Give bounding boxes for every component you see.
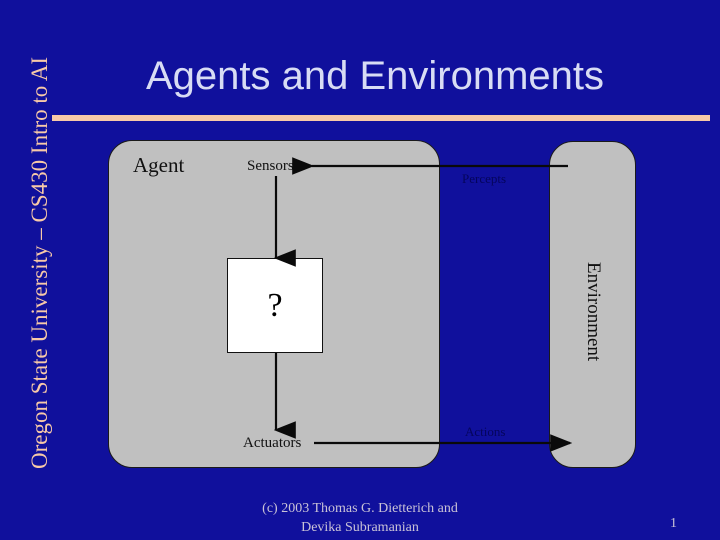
agent-function-box: ? [227,258,323,353]
footer-credit-line-1: (c) 2003 Thomas G. Dietterich and [262,501,458,516]
footer-credit: (c) 2003 Thomas G. Dietterich and Devika… [180,499,540,537]
sidebar-course-label: Oregon State University – CS430 Intro to… [27,56,52,470]
question-mark-label: ? [267,286,283,324]
actions-label: Actions [465,424,506,439]
page-title: Agents and Environments [145,53,605,98]
title-divider-rule [52,115,710,121]
agent-label: Agent [133,153,185,177]
environment-label: Environment [583,262,604,362]
footer-credit-line-2: Devika Subramanian [301,520,419,535]
page-number: 1 [670,516,677,531]
environment-boundary-box [549,141,636,468]
actuators-label: Actuators [243,435,302,451]
percepts-label: Percepts [462,171,507,186]
sensors-label: Sensors [247,158,294,174]
